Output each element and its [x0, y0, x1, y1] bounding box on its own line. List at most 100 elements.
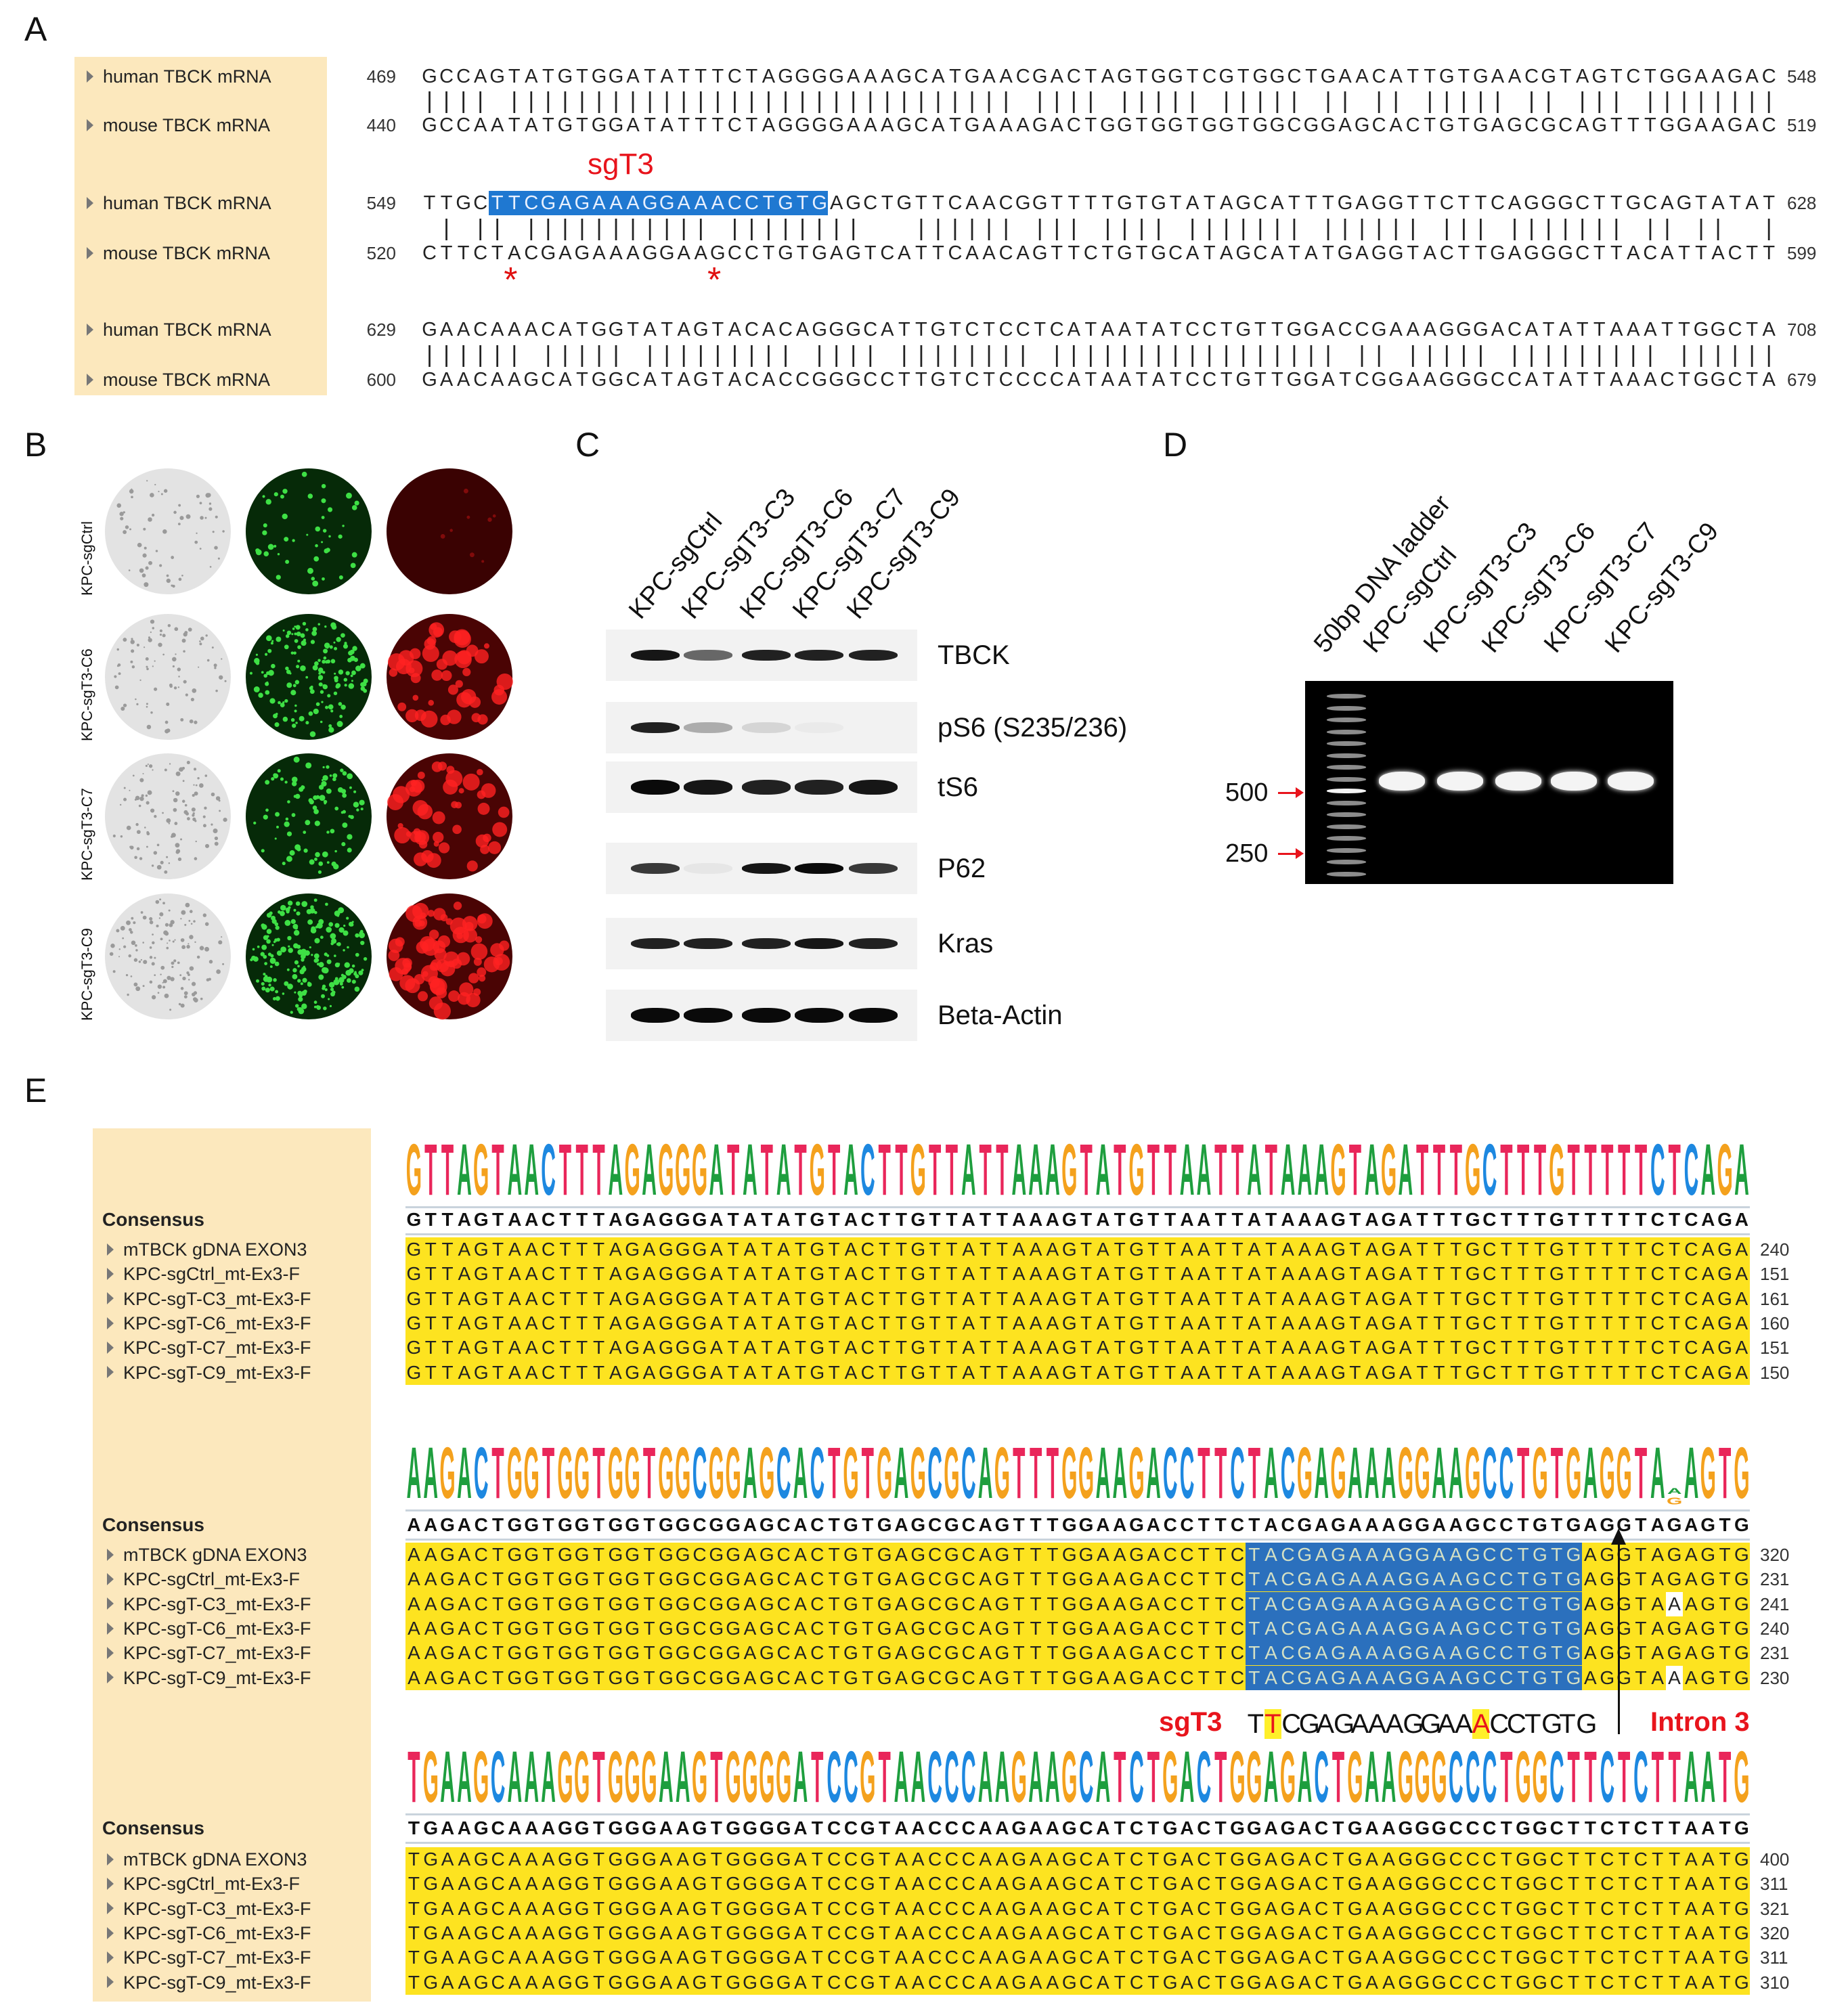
match-mark: |	[1308, 342, 1315, 368]
base: A	[626, 66, 640, 87]
base: T	[1332, 1922, 1344, 1943]
match-mark: |	[1409, 215, 1416, 241]
match-mark: |	[1765, 342, 1772, 368]
gfp-colony	[351, 552, 357, 558]
logo-letter: G	[607, 1738, 624, 1819]
match-mark: |	[799, 215, 806, 241]
base: T	[1349, 1263, 1361, 1285]
base: G	[759, 1666, 774, 1688]
base: G	[574, 1922, 590, 1943]
colony-speck	[144, 646, 146, 648]
logo-letter: C	[692, 1434, 707, 1516]
colony-speck	[180, 987, 184, 990]
base: T	[1517, 1239, 1529, 1260]
base: A	[1029, 1947, 1042, 1968]
base: A	[1382, 1897, 1395, 1919]
base: G	[743, 1947, 757, 1968]
sample-name-text: KPC-sgT-C3_mt-Ex3-F	[123, 1898, 311, 1919]
colony-speck	[154, 660, 156, 662]
gfp-colony	[313, 898, 317, 902]
base: G	[658, 1514, 674, 1535]
base: A	[979, 1922, 992, 1943]
gfp-colony	[278, 910, 281, 914]
base: G	[1717, 1287, 1732, 1309]
row-label: KPC-sgT3-C9	[79, 928, 95, 1021]
rfp-colony	[420, 710, 438, 728]
colony-speck	[129, 928, 132, 931]
base: A	[457, 1817, 472, 1838]
base: G	[1717, 1337, 1732, 1359]
gfp-colony	[321, 516, 325, 519]
base: A	[1365, 1287, 1378, 1309]
match-mark: |	[1240, 342, 1247, 368]
gfp-colony	[330, 933, 336, 940]
base: G	[1625, 192, 1642, 214]
base: G	[877, 1568, 892, 1590]
logo-letter: G	[439, 1434, 456, 1516]
logo-letter: G	[473, 1738, 489, 1819]
base: T	[1618, 1263, 1630, 1285]
gfp-colony	[297, 1007, 303, 1013]
colony-speck	[174, 822, 178, 825]
base: T	[879, 1897, 891, 1919]
base: T	[794, 191, 812, 215]
base: T	[1635, 1337, 1647, 1359]
base: G	[759, 1922, 774, 1943]
base: T	[946, 1337, 958, 1359]
base: T	[1584, 1337, 1596, 1359]
base: G	[726, 1666, 741, 1688]
base: G	[1591, 66, 1608, 87]
colony-speck	[142, 772, 144, 774]
base: C	[1633, 1922, 1648, 1943]
base: G	[778, 66, 793, 87]
colony-speck	[188, 920, 191, 922]
base: T	[1618, 1922, 1630, 1943]
gfp-colony	[351, 964, 355, 968]
base: T	[576, 319, 588, 340]
colony-speck	[142, 553, 147, 558]
rfp-colony	[437, 761, 447, 771]
gfp-colony	[351, 979, 356, 984]
guide-base: G	[1333, 1709, 1355, 1739]
base: G	[877, 1514, 892, 1535]
base: G	[574, 1947, 590, 1968]
base: G	[1413, 1543, 1431, 1567]
base: A	[1508, 242, 1522, 264]
base: T	[592, 1947, 605, 1968]
base: G	[1331, 1514, 1346, 1535]
base: C	[1315, 1817, 1329, 1838]
base: A	[1346, 1616, 1364, 1641]
match-mark: |	[1240, 88, 1247, 114]
colony-speck	[162, 902, 165, 905]
base: A	[1610, 369, 1623, 391]
base: G	[1230, 1947, 1245, 1968]
base: A	[743, 1312, 757, 1333]
base: T	[1593, 369, 1606, 391]
colony-speck	[186, 761, 190, 765]
base: C	[1633, 1849, 1648, 1870]
match-mark: |	[1359, 342, 1365, 368]
base: G	[1246, 1849, 1262, 1870]
base: C	[1015, 66, 1030, 87]
base: T	[1248, 1514, 1260, 1535]
gfp-colony	[292, 968, 297, 973]
gfp-colony	[342, 822, 348, 829]
match-mark: |	[697, 342, 704, 368]
base: A	[458, 1263, 471, 1285]
base: C	[541, 1209, 556, 1230]
base: C	[927, 1666, 942, 1688]
protein-band	[631, 863, 680, 874]
colony-speck	[183, 995, 188, 999]
sample-name: mTBCK gDNA EXON3	[107, 1237, 307, 1262]
base: G	[406, 1209, 422, 1230]
base: A	[1220, 192, 1233, 214]
gfp-colony	[297, 965, 300, 968]
base: A	[1423, 242, 1436, 264]
logo-letter: G	[759, 1738, 775, 1819]
base: T	[1635, 1666, 1647, 1688]
base: T	[1147, 1849, 1160, 1870]
identity-highlight	[405, 1847, 1750, 1995]
match-mark: |	[935, 342, 942, 368]
match-mark: |	[1630, 342, 1637, 368]
brightfield-plate	[105, 468, 231, 594]
